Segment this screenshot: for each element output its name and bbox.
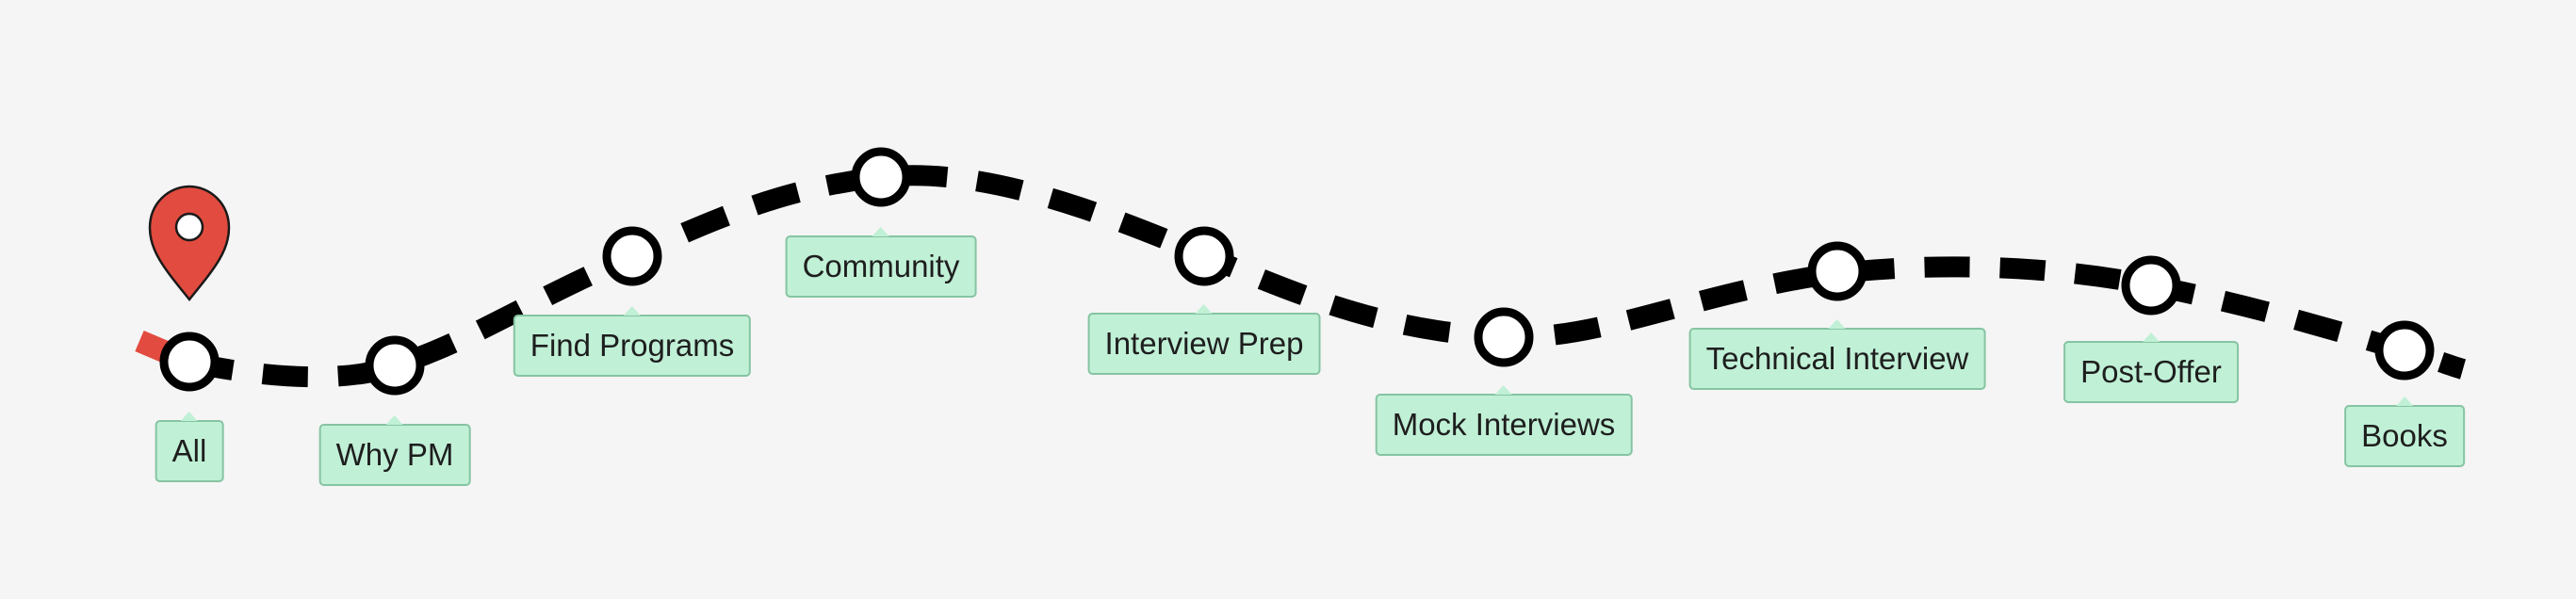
waypoint-technical-interview[interactable]: [1807, 241, 1867, 301]
map-pin-icon: [148, 185, 231, 302]
stop-label-find-programs[interactable]: Find Programs: [513, 306, 752, 377]
waypoint-mock-interviews[interactable]: [1474, 307, 1534, 367]
stop-label-post-offer[interactable]: Post-Offer: [2063, 332, 2239, 403]
stop-label-mock-interviews[interactable]: Mock Interviews: [1375, 385, 1633, 456]
stop-label-why-pm[interactable]: Why PM: [318, 415, 471, 486]
waypoint-find-programs[interactable]: [602, 226, 662, 286]
waypoint-all[interactable]: [159, 332, 220, 392]
waypoint-books[interactable]: [2374, 320, 2435, 380]
waypoint-interview-prep[interactable]: [1174, 226, 1234, 286]
stop-label-all[interactable]: All: [155, 412, 224, 482]
stop-label-technical-interview[interactable]: Technical Interview: [1688, 319, 1986, 390]
stop-label-community[interactable]: Community: [785, 227, 977, 298]
map-pin-hole: [174, 212, 204, 242]
stop-label-books[interactable]: Books: [2344, 397, 2465, 467]
waypoint-post-offer[interactable]: [2121, 255, 2181, 316]
waypoint-why-pm[interactable]: [365, 335, 425, 396]
stop-label-interview-prep[interactable]: Interview Prep: [1087, 304, 1321, 375]
waypoint-community[interactable]: [851, 147, 911, 207]
map-pin-body: [148, 185, 231, 302]
waypoints: [159, 147, 2435, 396]
